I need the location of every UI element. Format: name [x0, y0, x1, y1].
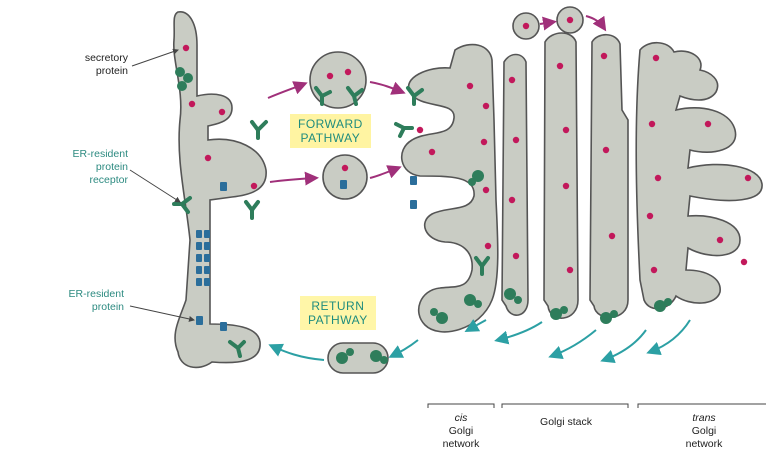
label-forward-pathway: FORWARDPATHWAY — [290, 114, 371, 148]
label-trans-golgi-network: transGolginetwork — [656, 412, 752, 451]
vesicle-forward-top — [310, 52, 366, 108]
label-return-pathway: RETURNPATHWAY — [300, 296, 376, 330]
golgi-cisterna-1 — [502, 55, 528, 316]
label-secretory-protein: secretoryprotein — [40, 52, 128, 78]
label-er-resident-protein-receptor: ER-residentproteinreceptor — [26, 148, 128, 187]
label-golgi-stack: Golgi stack — [508, 416, 624, 429]
golgi-cisterna-2 — [544, 33, 578, 318]
label-er-resident-protein: ER-residentprotein — [26, 288, 124, 314]
er-organelle — [174, 12, 266, 368]
section-brackets — [428, 404, 766, 408]
golgi-cisterna-3 — [590, 35, 628, 318]
vesicle-forward-bottom — [323, 155, 367, 199]
label-cis-golgi-network: cisGolginetwork — [418, 412, 504, 451]
